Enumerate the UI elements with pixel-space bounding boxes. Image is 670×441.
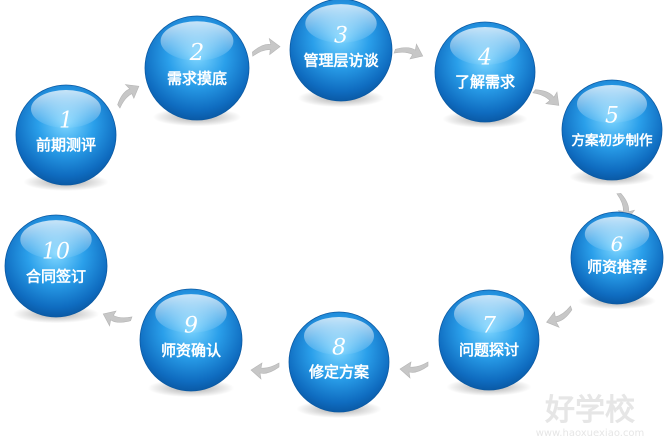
ball-highlight: [577, 85, 647, 123]
step-number: 9: [184, 313, 198, 338]
ball-highlight: [20, 220, 92, 259]
step-label: 需求摸底: [167, 70, 227, 88]
step-label: 前期测评: [36, 136, 96, 154]
step-label: 师资推荐: [587, 258, 647, 276]
step-node: 10 合同签订: [4, 214, 108, 324]
step-number: 4: [477, 46, 492, 71]
step-node: 7 问题探讨: [438, 289, 540, 396]
step-node: 6 师资推荐: [570, 211, 664, 310]
step-label: 合同签订: [25, 267, 86, 285]
ball-highlight: [155, 294, 227, 333]
nodes-layer: 1 前期测评 2 需求摸底 3 管理层访谈 4 了解需求 5 方案初步制作 6 师资推荐 7 问题探讨 8 修…: [4, 0, 664, 418]
step-number: 7: [482, 314, 496, 339]
ball-highlight: [304, 317, 374, 355]
step-number: 10: [42, 239, 70, 264]
watermark-brand: 好学校: [544, 393, 635, 428]
step-number: 5: [605, 104, 619, 129]
step-label: 了解需求: [455, 73, 516, 91]
step-node: 4 了解需求: [434, 21, 536, 128]
watermark: 好学校 www.haoxuexiao.com: [536, 393, 645, 439]
step-number: 6: [611, 232, 624, 256]
step-label: 问题探讨: [459, 341, 519, 359]
step-node: 5 方案初步制作: [561, 79, 663, 186]
flow-arrow-icon: [546, 305, 573, 328]
ball-highlight: [454, 295, 524, 333]
flow-arrow-icon: [102, 310, 133, 327]
ball-highlight: [584, 216, 650, 252]
step-number: 8: [332, 336, 346, 361]
flow-arrow-icon: [393, 43, 424, 60]
step-node: 2 需求摸底: [144, 15, 250, 127]
step-number: 2: [189, 40, 205, 66]
flow-arrow-icon: [250, 362, 280, 380]
arrows-layer: [102, 37, 636, 380]
ball-highlight: [305, 4, 377, 43]
flow-arrow-icon: [252, 37, 281, 57]
flow-arrow-icon: [117, 84, 140, 109]
ball-highlight: [450, 27, 520, 65]
step-number: 3: [334, 23, 348, 48]
flow-arrow-icon: [532, 89, 560, 106]
step-node: 8 修定方案: [288, 311, 390, 418]
step-node: 9 师资确认: [139, 288, 243, 398]
ball-highlight: [31, 90, 101, 128]
flow-arrow-icon: [399, 361, 429, 379]
step-label: 修定方案: [308, 363, 370, 381]
watermark-url: www.haoxuexiao.com: [536, 428, 645, 439]
step-label: 师资确认: [161, 341, 222, 359]
step-node: 1 前期测评: [15, 84, 117, 191]
ball-highlight: [160, 21, 234, 61]
step-label: 方案初步制作: [572, 132, 653, 149]
step-label: 管理层访谈: [303, 51, 379, 69]
step-number: 1: [59, 109, 73, 134]
step-node: 3 管理层访谈: [289, 0, 393, 108]
